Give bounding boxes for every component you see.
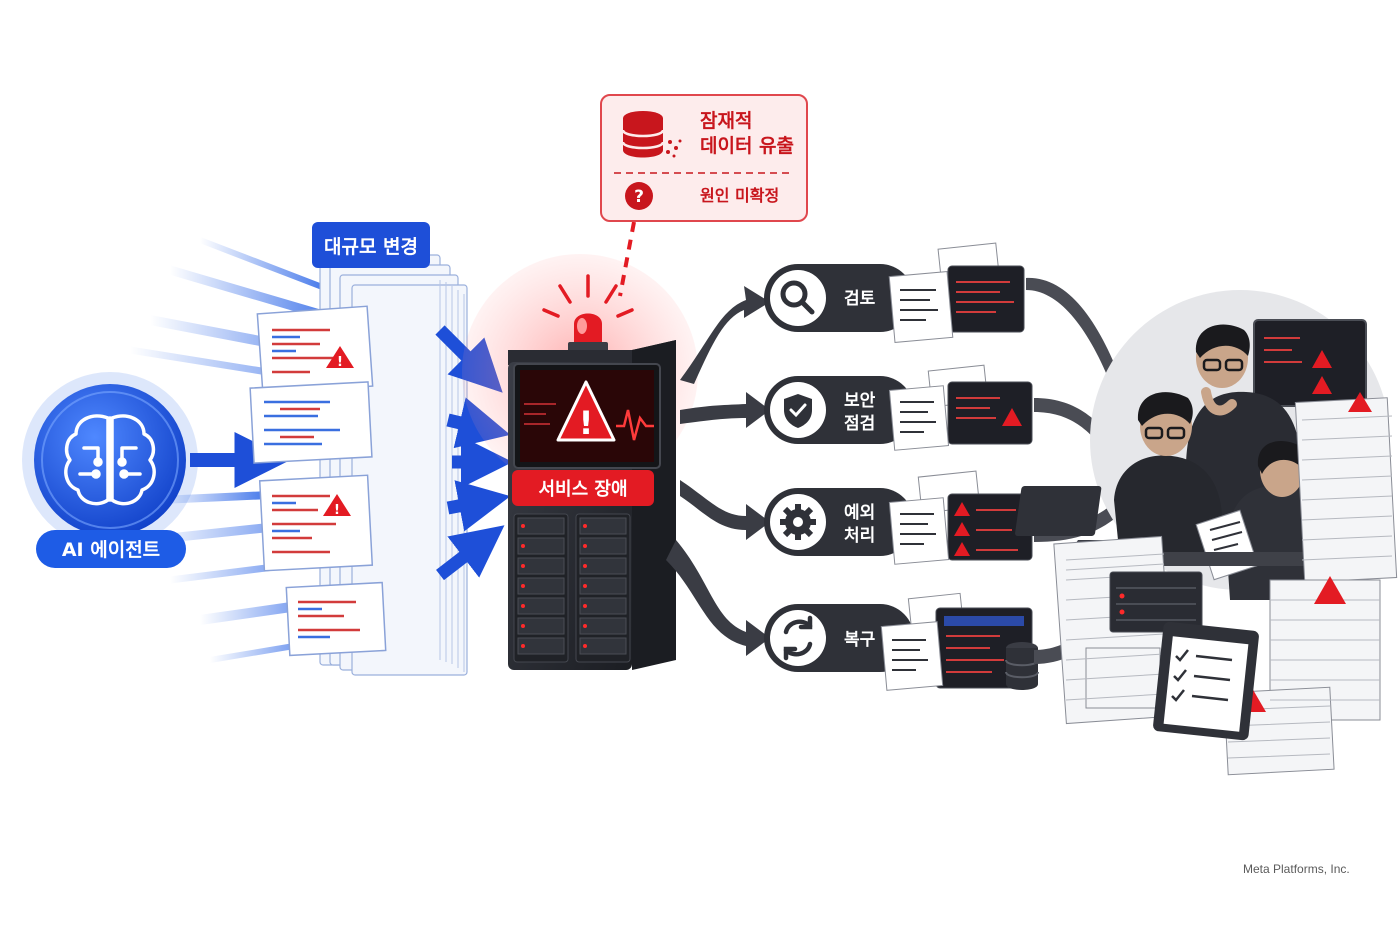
callout-connector bbox=[618, 221, 636, 297]
siren-icon bbox=[542, 274, 634, 352]
task-review: 검토 bbox=[764, 264, 914, 332]
document-card bbox=[285, 581, 387, 657]
refresh-icon bbox=[783, 615, 813, 661]
svg-text:!: ! bbox=[579, 404, 594, 442]
server-status-label: 서비스 장애 bbox=[538, 479, 627, 500]
ai-agent-node: AI 에이전트 bbox=[22, 372, 198, 568]
task-label-line1: 복구 bbox=[844, 630, 876, 650]
credit-text: Meta Platforms, Inc. bbox=[1243, 862, 1350, 876]
changes-label-badge: 대규모 변경 bbox=[312, 222, 430, 268]
warning-triangle-icon: ! bbox=[556, 380, 616, 442]
task-label-line2: 점검 bbox=[844, 414, 875, 434]
svg-text:!: ! bbox=[334, 503, 340, 518]
gear-icon bbox=[780, 504, 816, 540]
agent-label: AI 에이전트 bbox=[62, 539, 160, 561]
risk-callout: 잠재적 데이터 유출 ? 원인 미확정 bbox=[600, 94, 808, 222]
risk-label-line2: 데이터 유출 bbox=[700, 135, 794, 157]
document-card bbox=[249, 381, 373, 464]
exception-artifacts bbox=[888, 470, 1033, 565]
svg-text:!: ! bbox=[337, 355, 343, 370]
team-scene bbox=[1015, 290, 1398, 776]
server-racks bbox=[513, 513, 631, 663]
svg-text:?: ? bbox=[634, 187, 644, 207]
security-artifacts bbox=[888, 364, 1033, 451]
database-icon bbox=[1005, 642, 1039, 690]
change-documents-stack: ! ! bbox=[249, 254, 468, 676]
server-cabinet: ! 서비스 장애 bbox=[508, 340, 676, 670]
database-leak-icon bbox=[621, 111, 682, 158]
document-card: ! bbox=[256, 305, 374, 395]
cause-label: 원인 미확정 bbox=[700, 186, 779, 205]
document-card: ! bbox=[258, 474, 374, 572]
checklist-clipboard-icon bbox=[1153, 621, 1259, 741]
server-to-task-arrows bbox=[666, 286, 770, 656]
task-security-check: 보안 점검 bbox=[764, 376, 914, 444]
changes-label: 대규모 변경 bbox=[324, 236, 418, 258]
question-mark-icon: ? bbox=[625, 182, 653, 210]
review-artifacts bbox=[888, 242, 1025, 343]
engineer-seated bbox=[1114, 392, 1222, 560]
shield-check-icon bbox=[784, 394, 812, 428]
task-label-line1: 검토 bbox=[844, 289, 876, 309]
recovery-artifacts bbox=[880, 592, 1039, 691]
task-label-line1: 보안 bbox=[844, 391, 876, 411]
task-recovery: 복구 bbox=[764, 604, 914, 672]
brain-circuit-icon bbox=[64, 414, 156, 506]
risk-label-line1: 잠재적 bbox=[700, 110, 752, 132]
task-label-line1: 예외 bbox=[844, 503, 875, 523]
task-label-line2: 처리 bbox=[844, 526, 875, 546]
magnifier-icon bbox=[780, 280, 815, 315]
task-list: 검토 보안 점검 예외 처리 bbox=[764, 264, 914, 672]
task-artifacts bbox=[880, 242, 1039, 691]
paper-stacks bbox=[1053, 392, 1398, 776]
task-exception-handling: 예외 처리 bbox=[764, 488, 914, 556]
